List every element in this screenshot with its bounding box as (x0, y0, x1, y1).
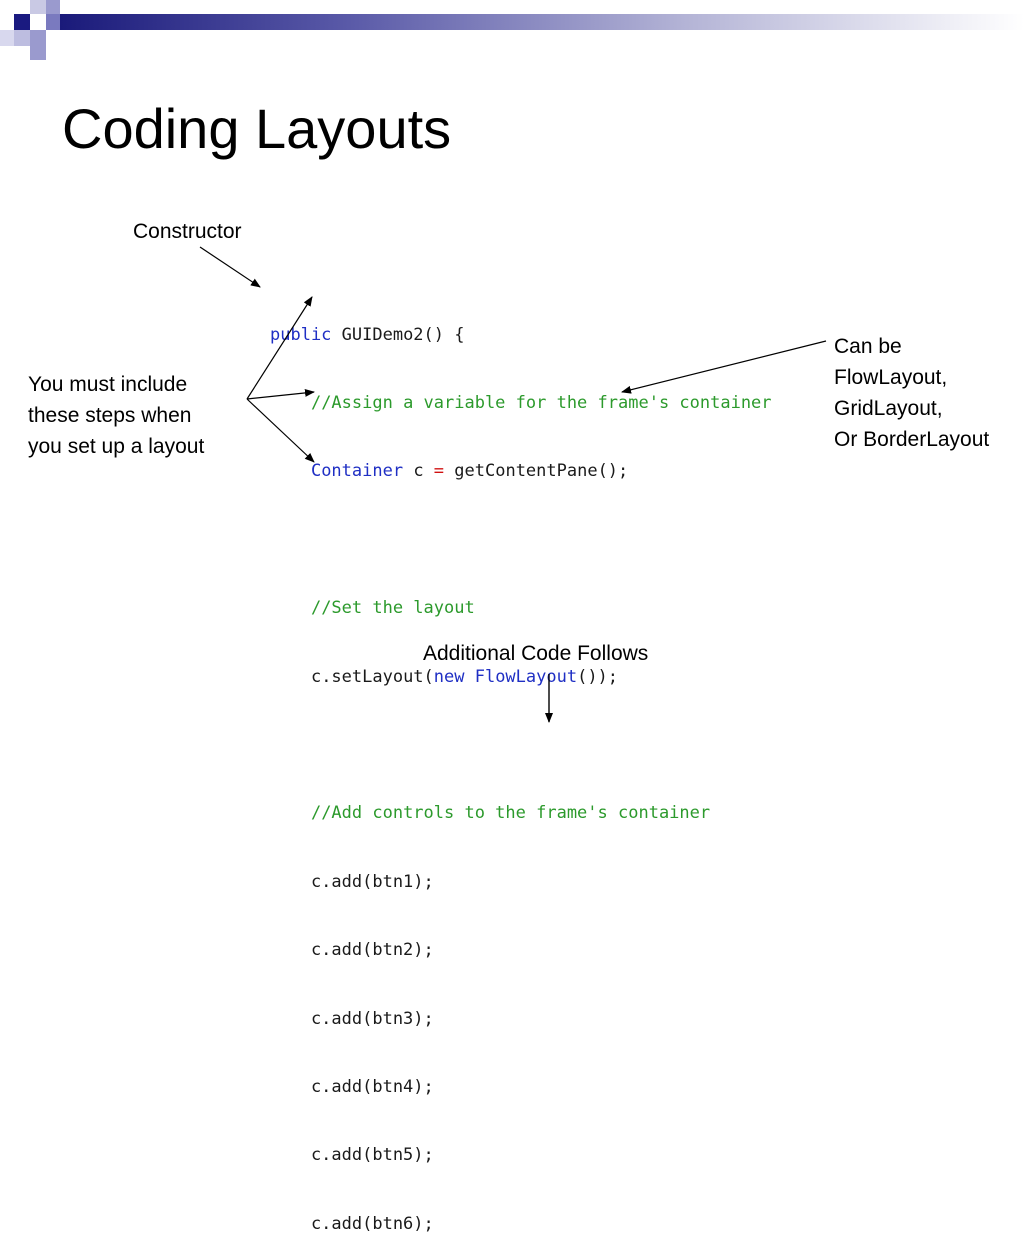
header-square (46, 0, 60, 14)
steps-arrow-add (246, 398, 315, 463)
slide-title: Coding Layouts (62, 97, 452, 160)
code-line: c.add(btn4); (270, 1076, 434, 1097)
code-comment: //Add controls to the frame's container (310, 803, 711, 824)
code-line: c.add(btn3); (270, 1008, 434, 1029)
header-gradient-band (60, 14, 1024, 30)
code-line: public GUIDemo2() { (270, 324, 465, 345)
steps-note-line: you set up a layout (28, 435, 205, 458)
constructor-arrow (199, 246, 261, 288)
header-square (30, 46, 46, 60)
header-square (30, 14, 46, 30)
code-line: Container c = getContentPane(); (310, 461, 629, 482)
layouts-note-line: Or BorderLayout (834, 428, 990, 451)
code-comment: //Set the layout (310, 598, 475, 619)
header-square (14, 14, 30, 30)
steps-note: You must include these steps when you se… (28, 369, 204, 462)
code-line: //Assign a variable for the frame's cont… (270, 392, 772, 415)
constructor-label: Constructor (133, 220, 242, 243)
steps-note-line: You must include (28, 373, 188, 396)
layouts-note-line: FlowLayout, (834, 366, 948, 389)
layouts-arrow (621, 340, 827, 394)
steps-arrow-layout (246, 388, 315, 400)
code-line: c.add(btn1); (270, 871, 434, 892)
layouts-note-line: Can be (834, 335, 902, 358)
code-line: c.add(btn6); (270, 1213, 434, 1234)
header-square (0, 30, 14, 46)
steps-arrow-assign (246, 296, 313, 400)
annotation-arrows (199, 246, 827, 723)
header-square (46, 14, 60, 30)
code-line: c.add(btn2); (270, 940, 434, 961)
additional-code-label: Additional Code Follows (423, 642, 649, 665)
header-square (14, 30, 30, 46)
code-line: //Set the layout (270, 597, 772, 620)
header-square (30, 0, 46, 14)
layouts-note-line: GridLayout, (834, 397, 943, 420)
steps-note-line: these steps when (28, 404, 192, 427)
code-line: //Add controls to the frame's container (270, 802, 772, 825)
layouts-note: Can be FlowLayout, GridLayout, Or Border… (834, 331, 989, 455)
header-square (30, 30, 46, 46)
code-comment: //Assign a variable for the frame's cont… (310, 392, 772, 413)
code-line: c.add(btn5); (270, 1145, 434, 1166)
code-line: c.setLayout(new FlowLayout()); (310, 666, 619, 687)
